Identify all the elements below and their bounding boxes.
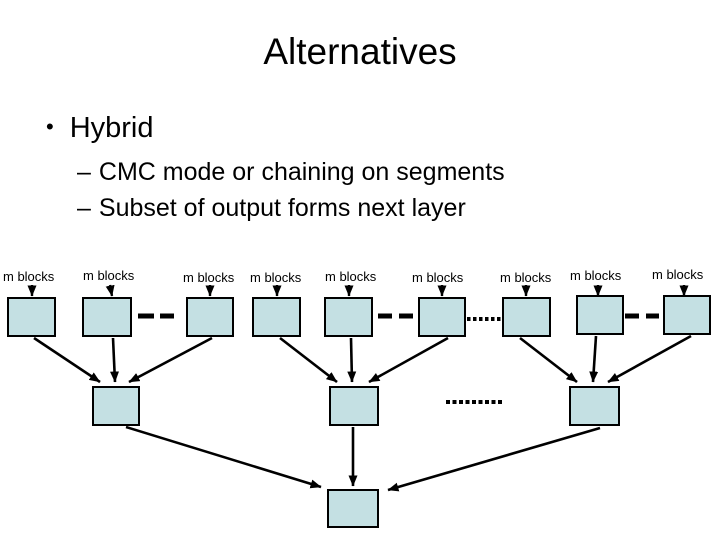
top-block-8 [576,295,624,335]
slide-title: Alternatives [263,31,457,72]
top-block-5 [324,297,373,337]
top-block-1 [7,297,56,337]
arrow-top3-mid1 [128,336,213,384]
m-blocks-label-3: m blocks [183,270,235,285]
sub-bullet-subset-label: Subset of output forms next layer [98,194,466,222]
sub-bullet-subset: –Subset of output forms next layer [77,194,466,223]
top-block-9 [663,295,711,335]
top-block-7 [502,297,551,337]
arrow-top7-mid3 [519,336,578,384]
sub-bullet-cmc-label: CMC mode or chaining on segments [98,158,505,186]
arrow-top1-mid1 [33,336,101,384]
m-blocks-label-7: m blocks [500,270,552,285]
sub-bullet-marker: – [77,194,91,222]
top-block-4 [252,297,301,337]
top-block-6 [418,297,466,337]
arrow-mid3-bottom [387,426,601,492]
top-block-3 [186,297,234,337]
arrow-mid1-bottom [125,425,322,489]
m-blocks-label-8: m blocks [570,268,622,283]
m-blocks-label-1: m blocks [3,269,55,284]
input-arrow-2 [105,284,115,297]
m-blocks-label-6: m blocks [412,270,464,285]
m-blocks-label-9: m blocks [652,267,704,282]
arrow-top2-mid1 [110,337,120,383]
arrow-top6-mid2 [368,336,449,384]
sub-bullet-marker: – [77,158,91,186]
m-blocks-label-4: m blocks [250,270,302,285]
top-block-2 [82,297,132,337]
arrow-top4-mid2 [279,336,338,384]
mid-block-2 [329,386,379,426]
bottom-block [327,489,379,528]
mid-block-1 [92,386,140,426]
mid-block-3 [569,386,620,426]
arrow-top8-mid3 [589,335,599,383]
arrow-top5-mid2 [347,337,357,383]
m-blocks-label-5: m blocks [325,269,377,284]
bullet-hybrid-label: Hybrid [69,112,154,144]
sub-bullet-cmc: –CMC mode or chaining on segments [77,158,505,187]
m-blocks-label-2: m blocks [83,268,135,283]
bullet-hybrid: • Hybrid [46,112,154,145]
arrow-top9-mid3 [607,334,692,384]
bullet-marker: • [46,114,54,139]
